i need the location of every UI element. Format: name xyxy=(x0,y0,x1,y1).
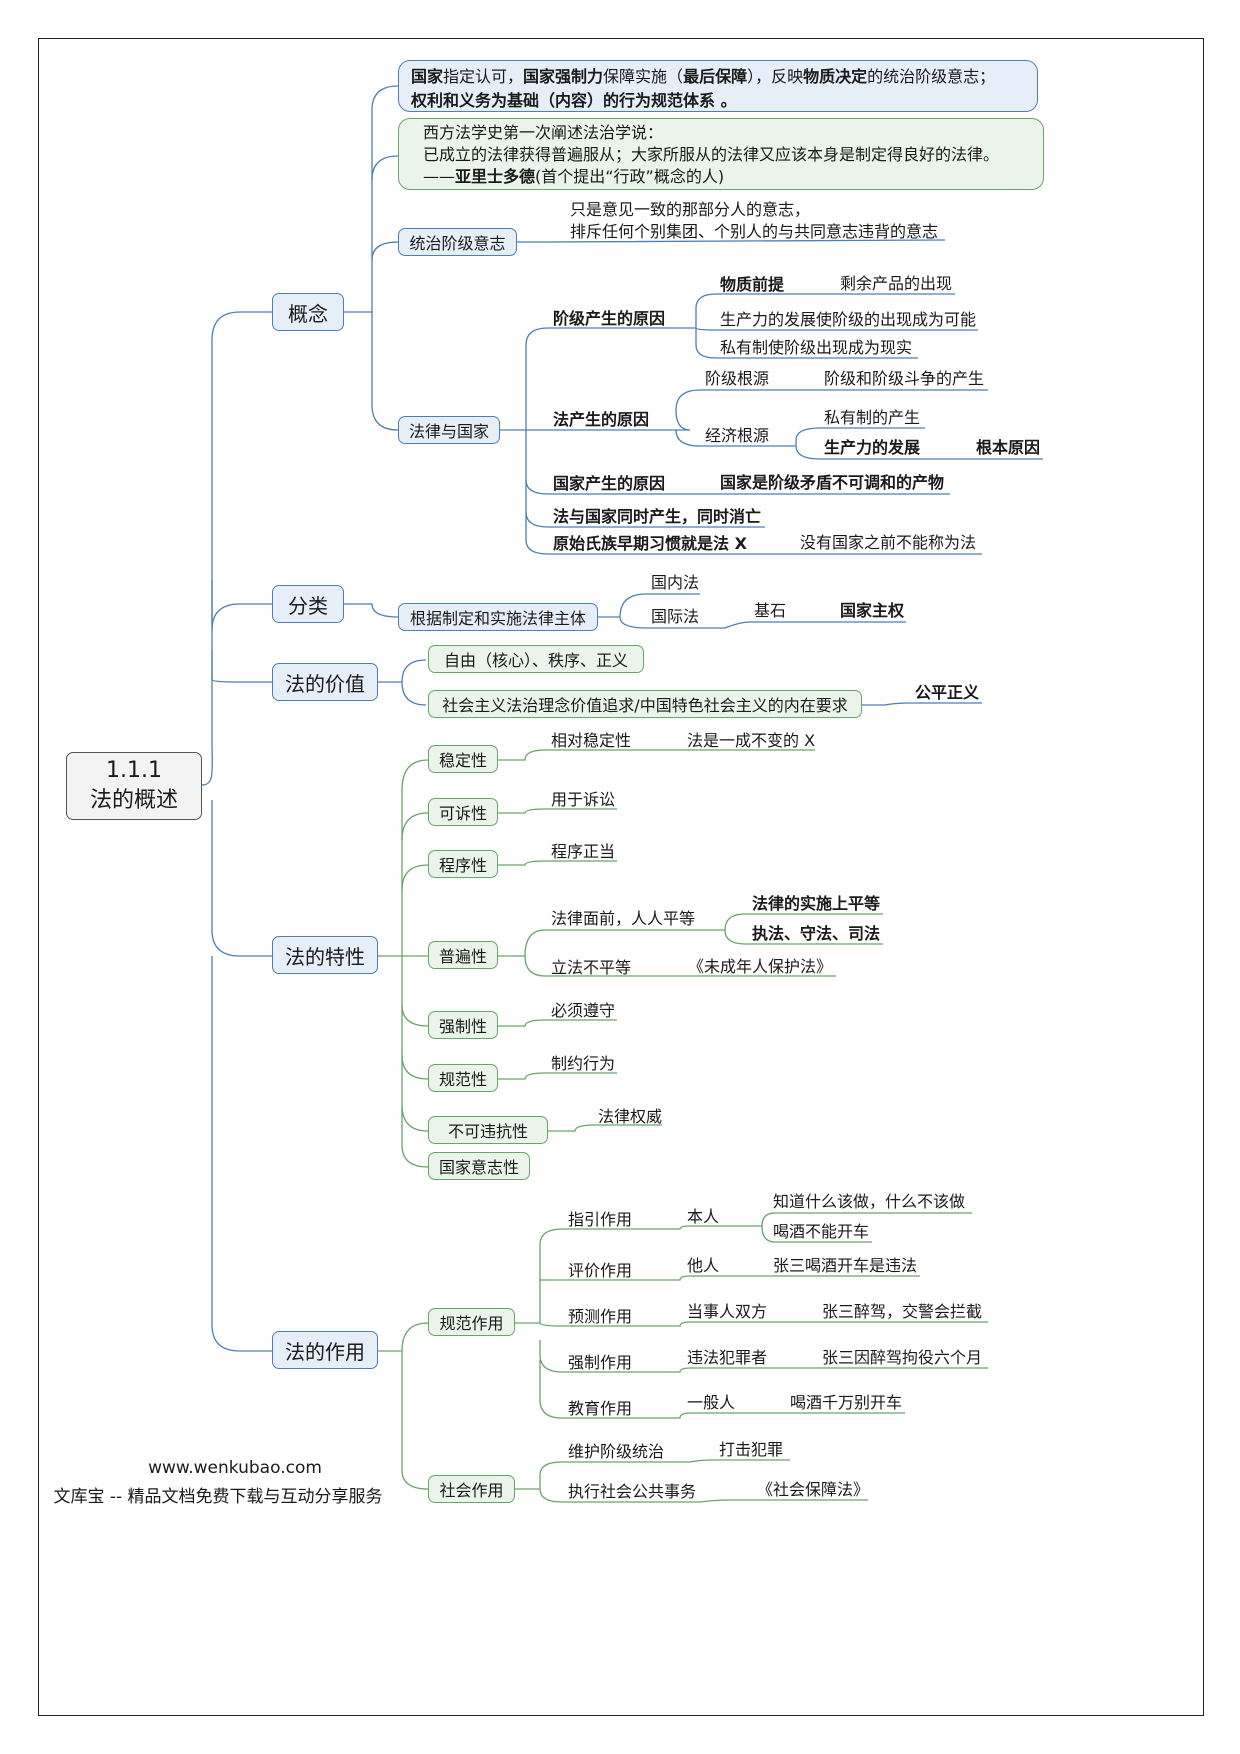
root-title: 法的概述 xyxy=(89,788,178,813)
education-example: 喝酒千万别开车 xyxy=(790,1393,903,1412)
guide-function: 指引作用 xyxy=(568,1210,633,1229)
private-ownership-class: 私有制使阶级出现成为现实 xyxy=(720,338,913,357)
economic-root: 经济根源 xyxy=(705,426,770,445)
primitive-custom-label: 原始氏族早期习惯就是法 X xyxy=(553,534,747,553)
coercive-note: 必须遵守 xyxy=(551,1001,616,1020)
law-state-simultaneous: 法与国家同时产生，同时消亡 xyxy=(553,507,762,526)
value-freedom-node[interactable]: 自由（核心）、秩序、正义 xyxy=(428,645,644,673)
actionable-note: 用于诉讼 xyxy=(551,790,616,809)
legal-authority: 法律权威 xyxy=(598,1107,663,1126)
predict-who: 当事人双方 xyxy=(687,1302,768,1321)
western-theory-box: 西方法学史第一次阐述法治学说： 已成立的法律获得普遍服从；大家所服从的法律又应该… xyxy=(398,118,1044,190)
ruling-will-line-1: 只是意见一致的那部分人的意志， xyxy=(570,200,811,219)
law-origin-label: 法产生的原因 xyxy=(553,410,650,429)
force-function: 强制作用 xyxy=(568,1353,633,1372)
classification-basis-node[interactable]: 根据制定和实施法律主体 xyxy=(398,603,598,631)
coercive-node[interactable]: 强制性 xyxy=(428,1011,498,1039)
guide-no-drink-drive: 喝酒不能开车 xyxy=(773,1222,870,1241)
root-node[interactable]: 1.1.1 法的概述 xyxy=(66,752,202,820)
enforce-obey-judicial: 执法、守法、司法 xyxy=(752,924,881,943)
public-affairs: 执行社会公共事务 xyxy=(568,1482,697,1501)
aristotle-name: 亚里士多德 xyxy=(455,167,536,186)
procedural-note: 程序正当 xyxy=(551,842,616,861)
class-origin-label: 阶级产生的原因 xyxy=(553,309,666,328)
legislation-unequal: 立法不平等 xyxy=(551,958,632,977)
procedural-node[interactable]: 程序性 xyxy=(428,850,498,878)
law-features-node[interactable]: 法的特性 xyxy=(272,936,378,974)
primitive-custom-note: 没有国家之前不能称为法 xyxy=(800,533,977,552)
unchanging-law-note: 法是一成不变的 X xyxy=(687,731,816,750)
evaluate-example: 张三喝酒开车是违法 xyxy=(773,1256,918,1275)
classification-node[interactable]: 分类 xyxy=(272,585,344,623)
footer-url[interactable]: www.wenkubao.com xyxy=(148,1458,322,1478)
stability-node[interactable]: 稳定性 xyxy=(428,745,498,773)
education-who: 一般人 xyxy=(687,1393,736,1412)
minor-protection-law: 《未成年人保护法》 xyxy=(688,957,833,976)
definition-line-2: 权利和义务为基础（内容）的行为规范体系 。 xyxy=(411,91,737,110)
private-property: 私有制的产生 xyxy=(824,408,921,427)
equal-before-law: 法律面前，人人平等 xyxy=(551,909,696,928)
material-premise: 物质前提 xyxy=(720,275,785,294)
class-root: 阶级根源 xyxy=(705,369,770,388)
maintain-class-rule: 维护阶级统治 xyxy=(568,1442,665,1461)
law-value-node[interactable]: 法的价值 xyxy=(272,663,378,701)
ruling-will-line-2: 排斥任何个别集团、个别人的与共同意志违背的意志 xyxy=(570,222,939,241)
productivity-development: 生产力的发展 xyxy=(824,438,921,457)
normative-function-node[interactable]: 规范作用 xyxy=(428,1308,515,1336)
guide-know: 知道什么该做，什么不该做 xyxy=(773,1192,966,1211)
foundation-label: 基石 xyxy=(754,601,787,620)
actionable-node[interactable]: 可诉性 xyxy=(428,798,498,826)
social-security-law: 《社会保障法》 xyxy=(757,1480,870,1499)
root-code: 1.1.1 xyxy=(106,758,162,783)
footer-text: 文库宝 -- 精品文档免费下载与互动分享服务 xyxy=(53,1487,383,1507)
state-origin-label: 国家产生的原因 xyxy=(553,474,666,493)
fight-crime: 打击犯罪 xyxy=(719,1440,784,1459)
value-socialist-node[interactable]: 社会主义法治理念价值追求/中国特色社会主义的内在要求 xyxy=(428,690,862,718)
education-function: 教育作用 xyxy=(568,1399,633,1418)
state-origin-value: 国家是阶级矛盾不可调和的产物 xyxy=(720,473,945,492)
normative-note: 制约行为 xyxy=(551,1054,616,1073)
fairness-justice: 公平正义 xyxy=(915,683,980,702)
inviolable-node[interactable]: 不可违抗性 xyxy=(428,1116,548,1144)
predict-example: 张三醉驾，交警会拦截 xyxy=(822,1302,983,1321)
evaluate-who: 他人 xyxy=(687,1256,720,1275)
surplus-product: 剩余产品的出现 xyxy=(840,274,953,293)
fundamental-cause: 根本原因 xyxy=(976,438,1041,457)
concept-definition-box: 国家指定认可，国家强制力保障实施（最后保障），反映物质决定的统治阶级意志； 权利… xyxy=(398,60,1038,112)
force-example: 张三因醉驾拘役六个月 xyxy=(822,1348,983,1367)
law-functions-node[interactable]: 法的作用 xyxy=(272,1331,378,1369)
social-function-node[interactable]: 社会作用 xyxy=(428,1475,515,1503)
domestic-law: 国内法 xyxy=(651,573,700,592)
productivity-enables-class: 生产力的发展使阶级的出现成为可能 xyxy=(720,310,977,329)
class-struggle: 阶级和阶级斗争的产生 xyxy=(824,369,985,388)
evaluate-function: 评价作用 xyxy=(568,1261,633,1280)
state-will-node[interactable]: 国家意志性 xyxy=(428,1152,530,1180)
universality-node[interactable]: 普遍性 xyxy=(428,941,498,969)
predict-function: 预测作用 xyxy=(568,1307,633,1326)
international-law: 国际法 xyxy=(651,607,700,626)
ruling-will-node[interactable]: 统治阶级意志 xyxy=(398,228,517,256)
equal-implementation: 法律的实施上平等 xyxy=(752,894,881,913)
definition-line-1: 国家指定认可，国家强制力保障实施（最后保障），反映物质决定的统治阶级意志； xyxy=(411,67,996,86)
normative-node[interactable]: 规范性 xyxy=(428,1064,498,1092)
concept-node[interactable]: 概念 xyxy=(272,293,344,331)
state-sovereignty: 国家主权 xyxy=(840,601,905,620)
guide-who: 本人 xyxy=(687,1207,720,1226)
page-frame xyxy=(38,38,1204,1716)
law-state-node[interactable]: 法律与国家 xyxy=(398,416,500,444)
force-who: 违法犯罪者 xyxy=(687,1348,768,1367)
relative-stability: 相对稳定性 xyxy=(551,731,632,750)
